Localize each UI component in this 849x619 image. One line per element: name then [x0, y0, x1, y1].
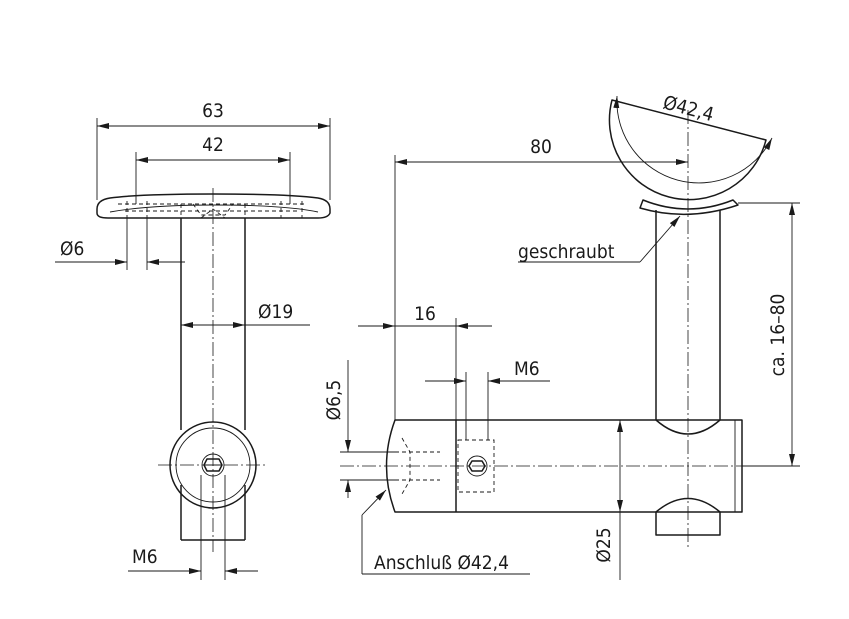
anschluss-leader	[361, 489, 387, 516]
dim-d42-4-label: Ø42,4	[661, 92, 716, 127]
dim-16-label: 16	[414, 303, 436, 325]
dim-d6-label: Ø6	[60, 238, 84, 260]
note-leader	[639, 215, 681, 263]
post-bottom-curve	[655, 419, 721, 435]
note-geschraubt: geschraubt	[518, 241, 615, 263]
handrail-arc	[608, 99, 767, 201]
plate-screw-hidden	[192, 203, 234, 219]
note-anschluss: Anschluß Ø42,4	[374, 552, 509, 574]
dim-m6-left-label: M6	[132, 546, 158, 568]
plate-hidden-lines	[118, 203, 305, 218]
lower-stub-curve	[655, 497, 721, 513]
side-view: 63 42 Ø6 Ø19 M6	[55, 100, 331, 580]
dim-80-label: 80	[530, 136, 552, 158]
arrow-d19-right	[233, 322, 245, 328]
rail-saddle	[639, 199, 739, 216]
saddle-plate-outline	[96, 193, 331, 219]
dimline-d42-4	[613, 95, 773, 184]
dim-42-label: 42	[202, 134, 224, 156]
dim-m6-right-label: M6	[514, 358, 540, 380]
dim-ca-label: ca. 16–80	[767, 294, 789, 377]
dim-d25-label: Ø25	[593, 527, 615, 562]
dim-d6-5-label: Ø6,5	[323, 380, 345, 421]
dim-63-label: 63	[202, 100, 224, 122]
dim-d19-label: Ø19	[258, 301, 293, 323]
front-view: 80 Ø42,4 geschraubt ca. 16–80 16 M6 Ø6,5	[323, 92, 800, 580]
